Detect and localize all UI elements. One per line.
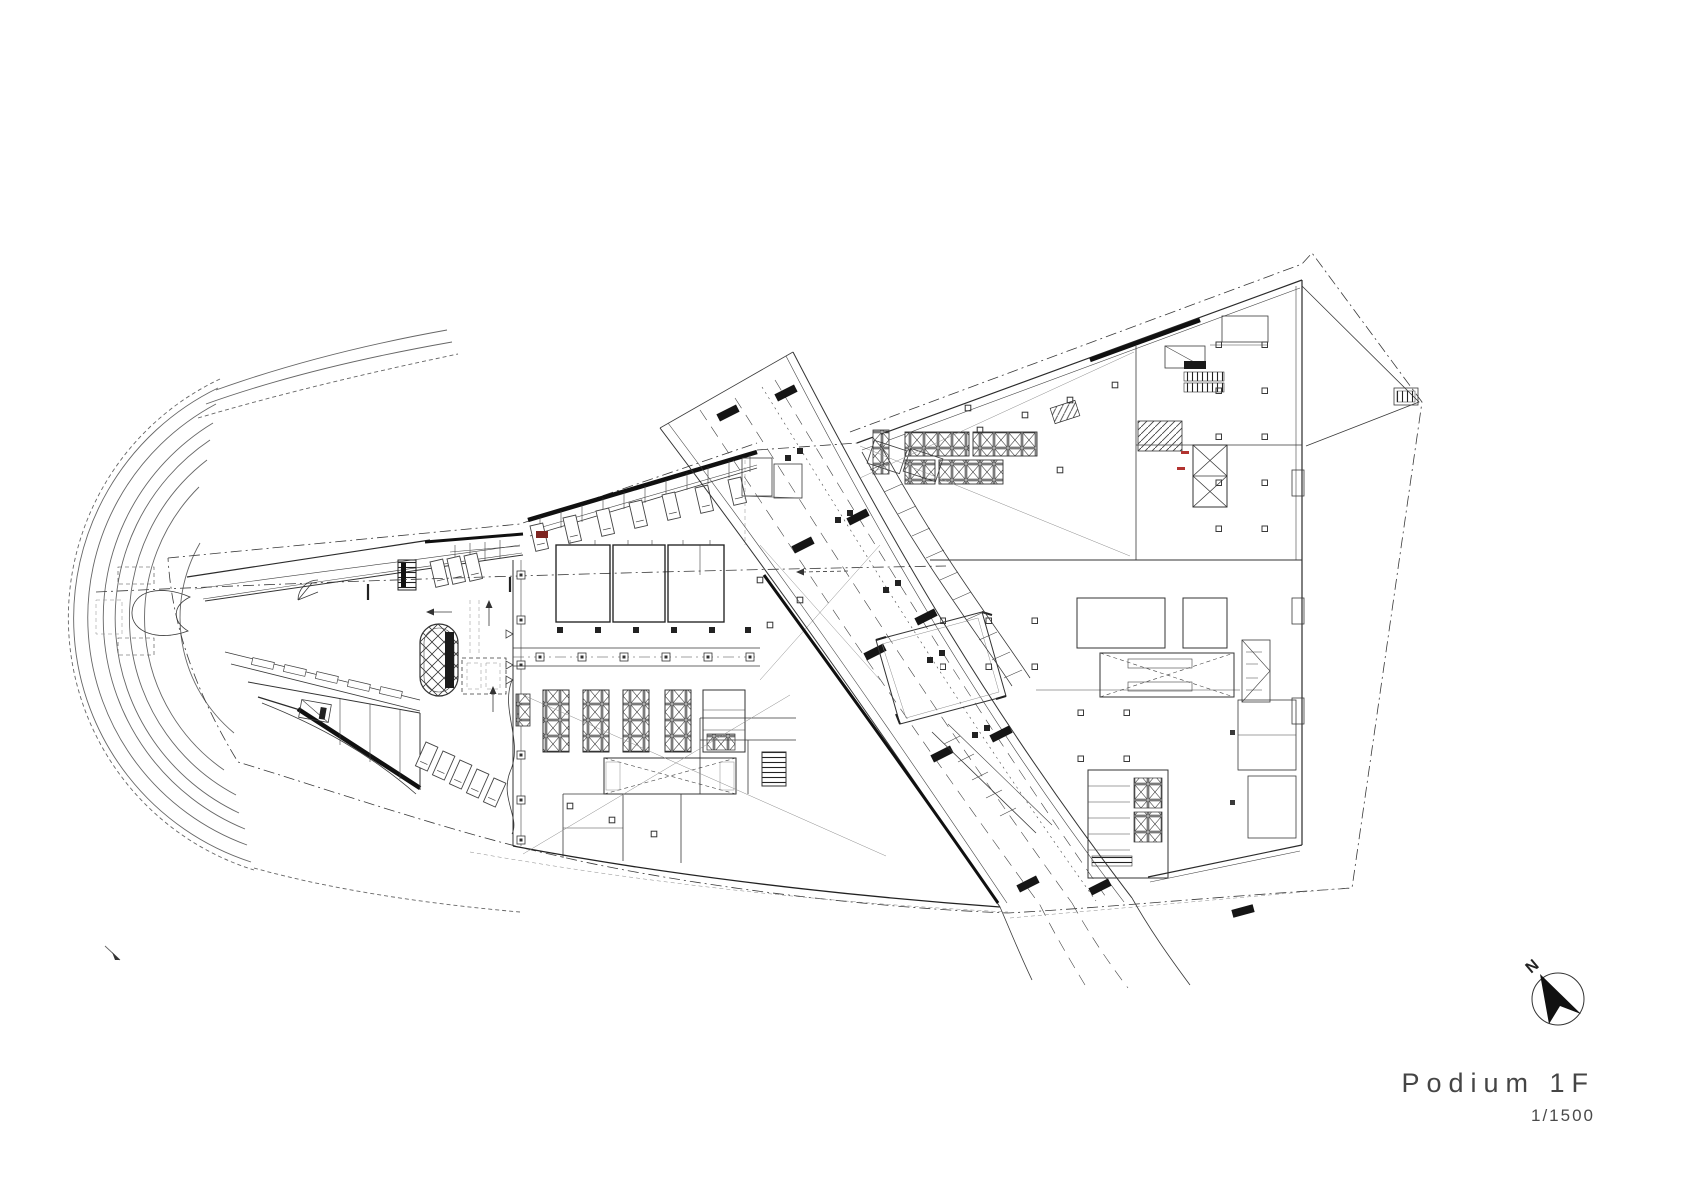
elevator-banks — [515, 689, 746, 753]
elevator-core-cluster — [872, 429, 1038, 485]
service-core-south — [1087, 769, 1169, 879]
column-grid-zone — [1038, 702, 1164, 766]
plaza-centerline — [95, 565, 947, 593]
elevated-roadway — [659, 351, 1255, 989]
upper-left-wing — [186, 449, 758, 602]
escalator-void-east — [1099, 652, 1235, 698]
stair-funnel — [1241, 639, 1271, 703]
central-plaza — [95, 565, 947, 835]
road-arrow-icon — [112, 952, 120, 960]
site-boundary — [167, 252, 1423, 919]
lower-left-wing — [247, 681, 507, 808]
compass-circle — [1531, 972, 1585, 1026]
drawing-scale: 1/1500 — [1531, 1106, 1595, 1125]
compass-north-arrow-icon — [1540, 974, 1581, 1024]
column-grid-zone — [940, 582, 1068, 686]
lane-markings — [699, 379, 1109, 906]
diagrid-oval-canopy — [419, 623, 459, 697]
escalator-block — [397, 559, 417, 591]
right-wing — [856, 279, 1305, 883]
retail-halls — [555, 540, 725, 623]
drawing-title: Podium 1F — [1401, 1068, 1595, 1098]
trellis-strip — [250, 657, 403, 699]
east-annex-triangle — [1301, 285, 1420, 447]
title-block: Podium 1F 1/1500 — [1401, 1068, 1595, 1125]
escalator-block-lower — [298, 699, 332, 723]
column-grid-zone — [1175, 710, 1235, 850]
central-block — [512, 457, 1001, 908]
stair-block — [761, 751, 787, 787]
column-grid-zone — [1243, 470, 1295, 554]
red-annotations — [536, 451, 1189, 538]
hatched-shaft — [1137, 420, 1183, 452]
